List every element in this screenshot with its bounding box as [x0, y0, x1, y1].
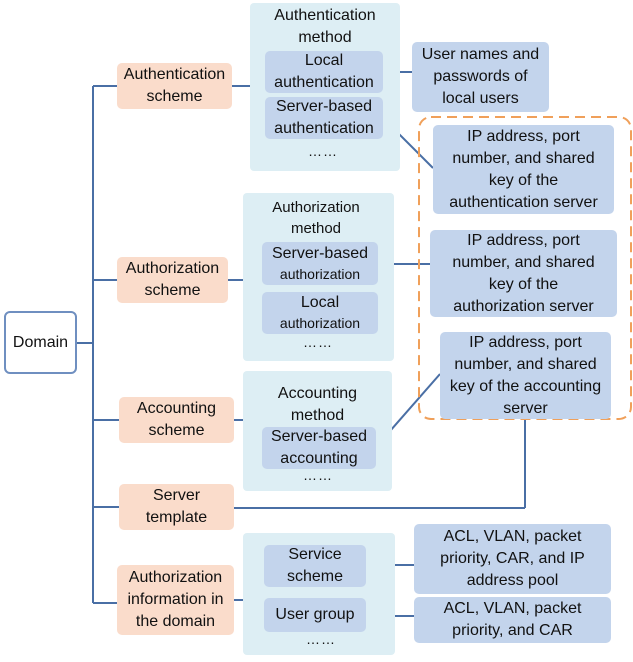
- server-accounting-node[interactable]: Server-based accounting: [262, 427, 376, 469]
- accounting-server-line-4: server: [503, 399, 548, 417]
- server-template-line-1: Server: [152, 487, 201, 504]
- server-authorization-node[interactable]: Server-based authorization: [262, 242, 378, 285]
- server-authorization-line-1: Server-based: [271, 244, 369, 262]
- authentication-scheme-line-2: scheme: [146, 88, 203, 105]
- local-users-node[interactable]: User names and passwords of local users: [412, 42, 549, 112]
- accounting-scheme-line-2: scheme: [148, 422, 205, 439]
- server-authentication-node[interactable]: Server-based authentication: [265, 97, 383, 139]
- authorization-info-line-1: Authorization: [128, 569, 223, 586]
- local-users-line-2: passwords of: [433, 68, 528, 85]
- service-target-line-1: ACL, VLAN, packet: [443, 528, 582, 545]
- service-target-line-2: priority, CAR, and IP: [440, 550, 585, 567]
- local-authorization-node[interactable]: Local authorization: [262, 292, 378, 334]
- service-scheme-line-2: scheme: [286, 568, 344, 585]
- service-target-line-3: address pool: [466, 572, 559, 589]
- accounting-more-dots: ……: [303, 467, 333, 483]
- authentication-server-line-2: number, and shared: [452, 149, 595, 167]
- service-scheme-node[interactable]: Service scheme: [264, 545, 366, 587]
- accounting-scheme-node[interactable]: Accounting scheme: [119, 397, 234, 443]
- authorization-info-node[interactable]: Authorization information in the domain: [117, 565, 234, 635]
- accounting-server-line-1: IP address, port: [469, 333, 582, 351]
- local-authorization-line-1: Local: [300, 294, 340, 311]
- user-group-target-node[interactable]: ACL, VLAN, packet priority, and CAR: [414, 597, 611, 643]
- accounting-server-line-3: key of the accounting: [449, 377, 602, 395]
- accounting-server-node[interactable]: IP address, port number, and shared key …: [440, 332, 611, 419]
- authorization-scheme-node[interactable]: Authorization scheme: [117, 257, 228, 303]
- authentication-server-line-4: authentication server: [449, 193, 598, 211]
- local-users-line-3: local users: [442, 90, 519, 107]
- server-authentication-line-2: authentication: [274, 120, 374, 137]
- accounting-scheme-line-1: Accounting: [136, 400, 217, 417]
- server-authorization-line-2: authorization: [279, 265, 361, 282]
- authorization-info-line-2: information in: [127, 591, 224, 608]
- authorization-method-title: Authorization method: [272, 199, 360, 237]
- authorization-server-node[interactable]: IP address, port number, and shared key …: [430, 230, 617, 317]
- server-accounting-line-2: accounting: [280, 450, 358, 467]
- authentication-server-line-3: key of the: [488, 171, 559, 189]
- authorization-scheme-line-2: scheme: [144, 282, 201, 299]
- server-authentication-line-1: Server-based: [275, 98, 373, 115]
- user-group-node[interactable]: User group: [264, 598, 366, 632]
- authentication-server-line-1: IP address, port: [467, 127, 580, 145]
- authentication-scheme-line-1: Authentication: [123, 66, 226, 83]
- authorization-more-dots: ……: [303, 334, 333, 350]
- service-scheme-line-1: Service: [288, 546, 342, 563]
- authentication-server-node[interactable]: IP address, port number, and shared key …: [433, 125, 614, 214]
- local-users-line-1: User names and: [421, 46, 540, 63]
- domain-node[interactable]: Domain: [4, 311, 77, 374]
- domain-label: Domain: [12, 333, 69, 351]
- authorization-info-line-3: the domain: [135, 613, 216, 630]
- user-group-label: User group: [275, 606, 355, 623]
- authorization-server-line-4: authorization server: [453, 297, 594, 315]
- local-authentication-node[interactable]: Local authentication: [265, 51, 383, 93]
- local-authentication-line-2: authentication: [274, 74, 374, 91]
- local-authentication-line-1: Local: [304, 52, 344, 69]
- user-group-target-line-2: priority, and CAR: [452, 622, 573, 639]
- authorization-info-more-dots: ……: [306, 631, 336, 647]
- user-group-target-line-1: ACL, VLAN, packet: [443, 600, 582, 617]
- accounting-server-line-2: number, and shared: [454, 355, 597, 373]
- service-scheme-target-node[interactable]: ACL, VLAN, packet priority, CAR, and IP …: [414, 524, 611, 594]
- server-template-node[interactable]: Server template: [119, 484, 234, 530]
- server-group-frame: [418, 116, 632, 420]
- authentication-method-title: Authentication method: [274, 7, 376, 46]
- authorization-server-line-1: IP address, port: [467, 231, 580, 249]
- authorization-server-line-3: key of the: [488, 275, 559, 293]
- authentication-scheme-node[interactable]: Authentication scheme: [117, 63, 232, 109]
- authentication-more-dots: ……: [308, 143, 338, 159]
- authorization-scheme-line-1: Authorization: [125, 260, 220, 277]
- local-authorization-line-2: authorization: [279, 315, 361, 331]
- server-template-line-2: template: [145, 509, 208, 526]
- server-accounting-line-1: Server-based: [270, 428, 368, 445]
- authorization-server-line-2: number, and shared: [452, 253, 595, 271]
- accounting-method-title: Accounting method: [277, 385, 358, 424]
